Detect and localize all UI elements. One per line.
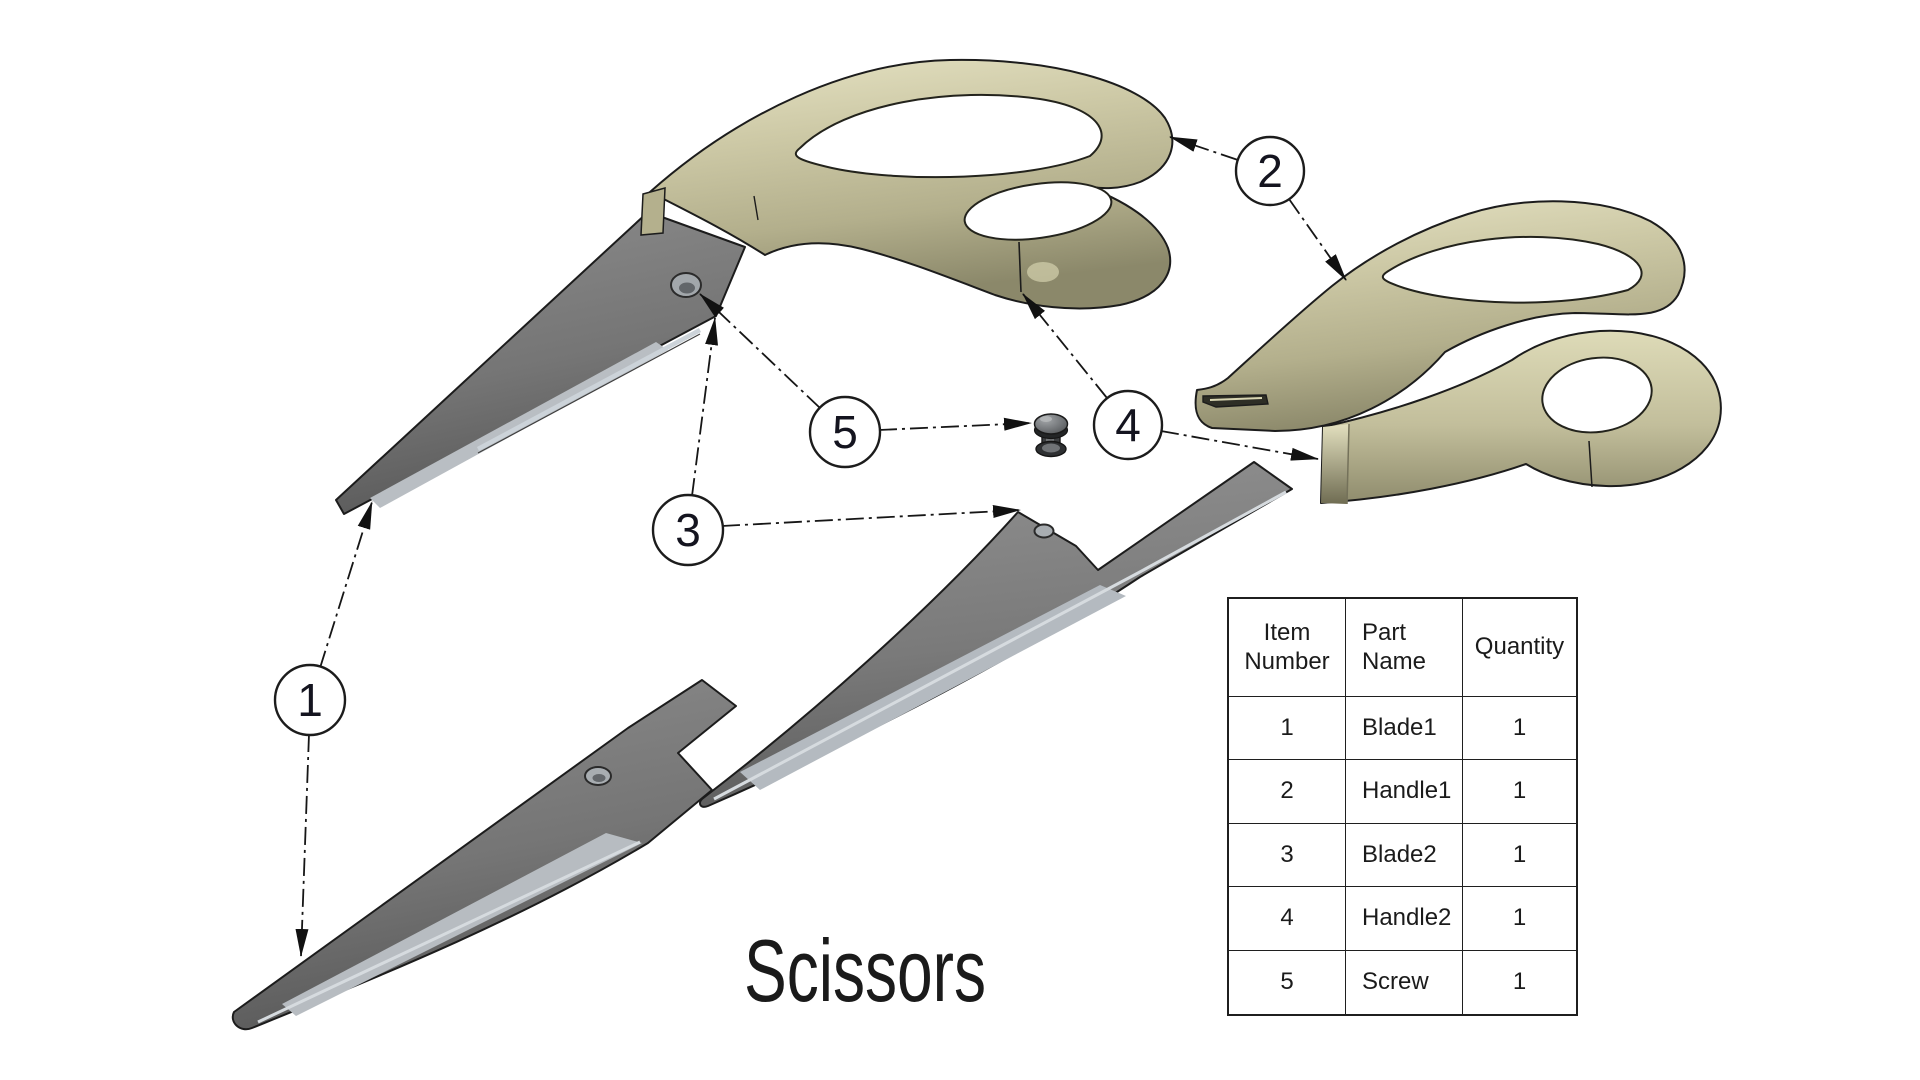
leader-1-to-exploded-blade1: [295, 733, 310, 957]
assembled-blade2-sliver: [476, 328, 702, 451]
balloon-1-label: 1: [297, 674, 323, 726]
balloon-1-circle: [273, 663, 347, 737]
bom-table: Item Number Part Name Quantity 1 Blade1 …: [1227, 597, 1578, 1016]
balloon-5: 5: [808, 395, 882, 469]
leader-4-to-exploded-handle2: [1160, 430, 1319, 461]
balloon-2-circle: [1234, 135, 1306, 207]
handle-front-face: [640, 187, 666, 236]
handle-arm-seam: [753, 195, 759, 221]
bom-row4-item: 4: [1229, 887, 1346, 951]
leader-2-to-exploded-handle1: [1288, 198, 1347, 281]
blade1-thickness-edge: [257, 840, 641, 1024]
blade2-pivot-hole: [1033, 523, 1055, 539]
bom-row2-qty: 1: [1463, 760, 1576, 824]
handle2-loop-hole: [1541, 356, 1653, 434]
leader-4-to-assembled-handle2: [1022, 293, 1108, 399]
blade2-thickness-edge: [713, 490, 1287, 801]
blade1-exploded-part: [231, 679, 737, 1031]
balloon-4-label: 4: [1115, 399, 1141, 451]
balloon-2-label: 2: [1257, 145, 1283, 197]
handle2-seam: [1588, 440, 1593, 488]
balloon-5-circle: [808, 395, 882, 469]
leader-1-to-assembled-blade1: [319, 501, 373, 669]
assembled-handle1-loop-hole: [794, 93, 1103, 179]
leader-5-to-assembled-screw: [699, 293, 821, 409]
bom-header-item-number: Item Number: [1229, 599, 1346, 697]
assembled-blade1: [335, 211, 746, 515]
screw-exploded-part: [1033, 413, 1069, 458]
bom-row3-qty: 1: [1463, 824, 1576, 888]
bom-row5-part: Screw: [1346, 950, 1463, 1014]
blade1-pivot-hole-shadow: [592, 774, 606, 782]
handle-highlight: [1027, 262, 1059, 282]
leader-5-to-exploded-screw: [878, 417, 1032, 431]
assembled-scissors-view: [335, 58, 1174, 515]
bom-header-quantity: Quantity: [1463, 599, 1576, 697]
drawing-title: Scissors: [744, 921, 986, 1020]
balloon-5-label: 5: [832, 406, 858, 458]
blade2-exploded-part: [699, 461, 1293, 808]
balloon-4-circle: [1092, 389, 1164, 461]
screw-head-highlight: [1040, 416, 1052, 422]
bom-row1-item: 1: [1229, 697, 1346, 761]
bom-header-part-name: Part Name: [1346, 599, 1463, 697]
balloon-2: 2: [1234, 135, 1306, 207]
leader-3-to-exploded-blade2: [721, 504, 1021, 527]
bom-row3-item: 3: [1229, 823, 1346, 888]
balloon-3-label: 3: [675, 504, 701, 556]
balloon-4: 4: [1092, 389, 1164, 461]
handle1-slot-inner-edge: [1209, 397, 1263, 401]
handle2-cut-face: [1321, 424, 1349, 504]
leader-2-to-assembled-handle1: [1169, 136, 1239, 161]
handle1-loop-hole: [1381, 235, 1643, 304]
screw-head-dome: [1033, 413, 1069, 435]
handle2-exploded-part: [1320, 329, 1722, 505]
handle-split-seam: [1018, 241, 1022, 293]
assembled-handle2-loop-hole: [963, 181, 1113, 241]
screw-shaft-highlight: [1046, 430, 1054, 449]
assembled-pivot-screw-center: [679, 282, 695, 294]
blade2-grind-bevel: [740, 585, 1126, 790]
balloon-1: 1: [273, 663, 347, 737]
balloon-3-circle: [651, 493, 725, 567]
bom-row5-item: 5: [1229, 950, 1346, 1014]
assembled-blade2-sliver-edge: [477, 333, 701, 454]
balloon-3: 3: [651, 493, 725, 567]
bom-row3-part: Blade2: [1346, 823, 1463, 888]
bom-row5-qty: 1: [1512, 968, 1527, 996]
handle1-exploded-part: [1194, 200, 1686, 432]
leader-3-to-assembled-blade2: [691, 317, 718, 497]
bom-row2-item: 2: [1229, 760, 1346, 824]
bom-row1-qty: 1: [1463, 697, 1576, 761]
bom-row1-part: Blade1: [1346, 697, 1463, 761]
bom-row4-qty: 1: [1463, 887, 1576, 951]
bom-row2-part: Handle1: [1346, 760, 1463, 824]
bom-row4-part: Handle2: [1346, 887, 1463, 951]
handle2-face-edge: [1346, 423, 1350, 505]
handle1-blade-slot: [1202, 394, 1269, 408]
screw-base-center: [1042, 443, 1060, 453]
leader-lines: [295, 136, 1347, 957]
